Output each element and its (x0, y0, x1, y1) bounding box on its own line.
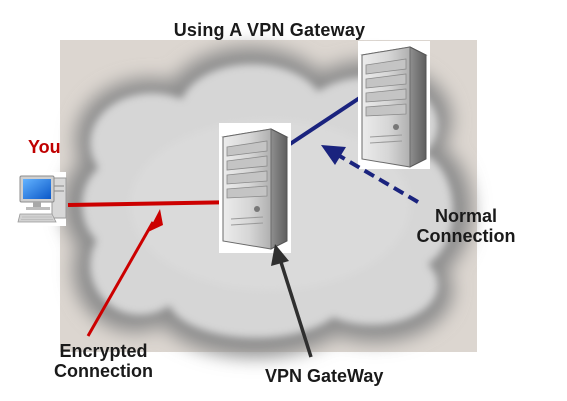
normal-connection-label-line2: Connection (416, 226, 516, 247)
diagram-title: Using A VPN Gateway (0, 20, 567, 40)
computer-icon (17, 172, 67, 226)
normal-connection-label: Normal Connection (400, 206, 532, 246)
encrypted-connection-arrow (86, 209, 163, 337)
normal-connection-label-line1: Normal (434, 206, 497, 226)
you-label: You (28, 137, 61, 157)
vpn-gateway-label: VPN GateWay (265, 366, 384, 386)
encrypted-connection-label: Encrypted Connection (36, 341, 171, 381)
encrypted-connection-label-line2: Connection (54, 361, 153, 382)
gateway-arrow (271, 244, 313, 358)
server-icon (219, 123, 291, 253)
normal-connection-line (285, 95, 363, 148)
normal-connection-arrow (321, 145, 420, 204)
server-icon (358, 41, 430, 169)
encrypted-connection-line (67, 200, 242, 207)
encrypted-connection-label-line1: Encrypted (59, 341, 148, 361)
diagram-title-text: Using A VPN Gateway (173, 20, 366, 40)
